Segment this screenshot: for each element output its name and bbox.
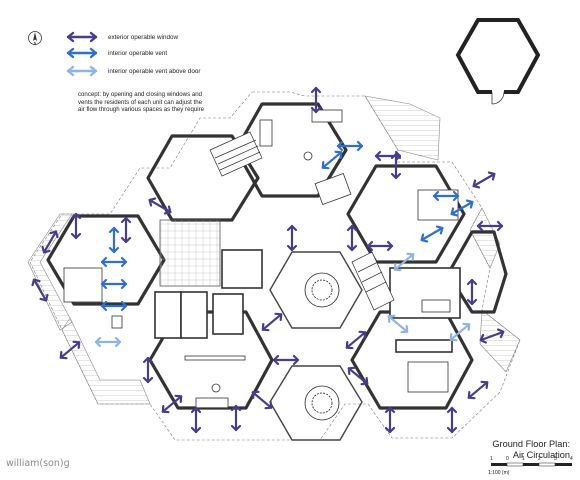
vent-above-door-arrow-icon: [66, 65, 98, 77]
legend-item-interior-vent: interior operable vent: [62, 46, 167, 60]
legend-label: interior operable vent: [108, 49, 168, 57]
legend-item-vent-above-door: interior operable vent above door: [62, 64, 200, 78]
concept-note: concept: by opening and closing windows …: [78, 91, 205, 114]
interior-vent-arrows: [100, 140, 474, 312]
stairs: [209, 131, 395, 311]
north-label: N: [34, 41, 37, 45]
service-cores: [154, 249, 461, 353]
author-signature: william(son)g: [6, 458, 70, 469]
scale-bar: 1 0 1 2 3 4 1:100 (m): [488, 456, 578, 478]
scale-label: 1:100 (m): [488, 470, 510, 476]
deck-areas: [27, 95, 521, 405]
scale-tick-label: 3: [554, 456, 557, 462]
exterior-window-arrow-icon: [66, 31, 98, 43]
vent-above-door-arrows: [94, 252, 471, 348]
drawing-title: Ground Floor Plan: Air Circulation: [492, 439, 570, 461]
courtyards: [269, 251, 363, 441]
exterior-window-arrows: [31, 86, 505, 434]
legend-item-exterior-window: exterior operable window: [62, 30, 178, 44]
tiled-floor: [159, 219, 221, 287]
scale-tick-label: 2: [538, 456, 541, 462]
title-line-2: Air Circulation: [512, 450, 570, 460]
furniture: [63, 109, 459, 409]
scale-tick-label: 1: [490, 456, 493, 462]
north-arrow-icon: N: [28, 31, 42, 45]
scale-tick-label: 0: [506, 456, 509, 462]
trees: [304, 272, 340, 421]
interior-vent-arrow-icon: [66, 47, 98, 59]
key-plan-hexagon: [455, 18, 541, 105]
legend-label: interior operable vent above door: [108, 67, 201, 75]
scale-tick-label: 4: [570, 456, 573, 462]
title-line-1: Ground Floor Plan:: [492, 439, 570, 449]
scale-tick-label: 1: [522, 456, 525, 462]
scale-bar-graphic: [491, 462, 572, 467]
legend-label: exterior operable window: [108, 33, 179, 41]
